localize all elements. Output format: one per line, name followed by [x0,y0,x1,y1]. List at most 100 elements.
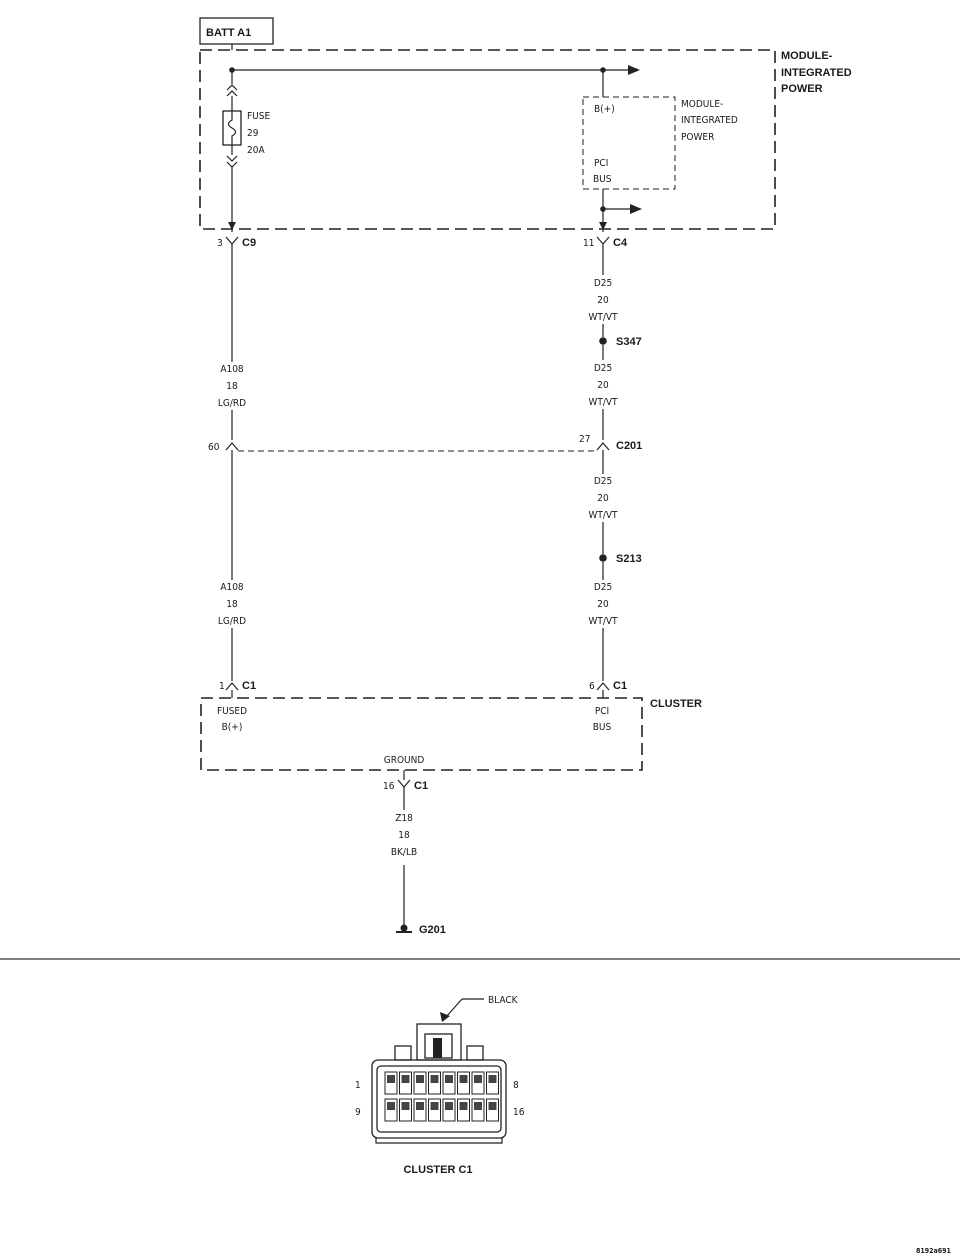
pin-cavity [486,1071,499,1095]
svg-text:C1: C1 [414,780,428,792]
pin-cavity [413,1071,427,1095]
wire-a108-lower: A108 18 LG/RD [218,582,246,627]
pin-terminal [430,1102,439,1110]
pin-cavity [457,1071,470,1095]
cluster-pci-bus-label: PCI BUS [593,706,612,733]
battery-label: BATT A1 [206,27,251,39]
svg-text:16: 16 [513,1107,525,1118]
pin-terminal [488,1075,497,1083]
pin-cavity [442,1071,456,1095]
pin-terminal [416,1102,424,1110]
fuse-label: FUSE 29 20A [247,111,270,156]
svg-text:11: 11 [583,238,594,249]
svg-text:A108: A108 [220,582,244,593]
svg-text:B(+): B(+) [222,722,243,733]
pin-cavity [384,1071,398,1095]
svg-text:FUSED: FUSED [217,706,247,717]
cluster-fused-label: FUSED B(+) [217,706,247,733]
svg-text:Z18: Z18 [395,813,413,824]
svg-text:S213: S213 [616,553,642,565]
svg-text:1: 1 [219,681,225,692]
svg-text:PCI: PCI [595,706,609,717]
svg-text:20: 20 [597,295,609,306]
pin-terminal [459,1075,468,1083]
cluster-box [200,697,643,771]
inner-module-box [582,96,676,190]
ground-point-label: G201 [419,924,446,936]
connector-color-label: BLACK [488,995,519,1006]
svg-text:1: 1 [355,1080,361,1091]
svg-text:D25: D25 [594,278,612,289]
svg-text:20: 20 [597,380,609,391]
pin-cavity [413,1098,427,1122]
inner-pci-bus-label: PCI BUS [593,158,612,185]
svg-text:18: 18 [226,599,238,610]
svg-text:MODULE-: MODULE- [681,99,723,110]
ground-symbol-icon [396,924,412,933]
figure-id: 8192a691 [916,1247,951,1255]
svg-text:WT/VT: WT/VT [588,397,618,408]
svg-text:LG/RD: LG/RD [218,616,246,627]
svg-text:D25: D25 [594,476,612,487]
svg-text:20A: 20A [247,145,265,156]
cluster-title: CLUSTER [650,698,702,710]
svg-text:18: 18 [226,381,238,392]
pin-terminal [387,1102,395,1110]
svg-text:C9: C9 [242,237,256,249]
pin-cavity [399,1098,412,1122]
splice-s213 [599,554,607,562]
svg-text:16: 16 [383,781,395,792]
cluster-ground-label: GROUND [384,755,425,766]
svg-text:POWER: POWER [681,132,714,143]
svg-text:C1: C1 [242,680,256,692]
svg-text:6: 6 [589,681,595,692]
connector-face-view: BLACK 1 8 9 16 [355,995,525,1144]
svg-text:INTEGRATED: INTEGRATED [681,115,738,126]
pin-terminal [401,1102,410,1110]
inner-bplus-label: B(+) [594,104,615,115]
svg-text:POWER: POWER [781,83,823,95]
svg-text:A108: A108 [220,364,244,375]
splice-s347 [599,337,607,345]
battery-box [199,17,274,45]
wire-d25-2: D25 20 WT/VT [588,363,618,408]
svg-text:WT/VT: WT/VT [588,616,618,627]
pin-terminal [474,1102,482,1110]
pin-terminal [488,1102,497,1110]
inner-module-title: MODULE- INTEGRATED POWER [681,99,738,143]
svg-text:WT/VT: WT/VT [588,510,618,521]
wire-d25-3: D25 20 WT/VT [588,476,618,521]
module-title: MODULE- INTEGRATED POWER [781,50,852,95]
svg-text:9: 9 [355,1107,361,1118]
pin-terminal [387,1075,395,1083]
svg-text:20: 20 [597,493,609,504]
connector-caption: CLUSTER C1 [403,1164,472,1176]
svg-text:27: 27 [579,434,590,445]
svg-text:BUS: BUS [593,722,612,733]
pin-cavity [471,1098,485,1122]
pin-terminal [445,1075,453,1083]
svg-text:8: 8 [513,1080,519,1091]
pin-terminal [430,1075,439,1083]
svg-text:20: 20 [597,599,609,610]
pin-terminal [474,1075,482,1083]
pin-cavity [442,1098,456,1122]
svg-text:INTEGRATED: INTEGRATED [781,67,852,79]
pin-cavity [399,1071,412,1095]
pin-terminal [459,1102,468,1110]
svg-text:FUSE: FUSE [247,111,270,122]
pin-cavity [471,1071,485,1095]
svg-text:C4: C4 [613,237,628,249]
svg-text:60: 60 [208,442,220,453]
pin-cavity [428,1098,441,1122]
pin-terminal [401,1075,410,1083]
pin-terminal [445,1102,453,1110]
pin-cavity [384,1098,398,1122]
wire-d25-1: D25 20 WT/VT [588,278,618,323]
svg-text:3: 3 [217,238,223,249]
svg-text:18: 18 [398,830,410,841]
wire-a108-upper: A108 18 LG/RD [218,364,246,409]
svg-text:LG/RD: LG/RD [218,398,246,409]
svg-text:WT/VT: WT/VT [588,312,618,323]
